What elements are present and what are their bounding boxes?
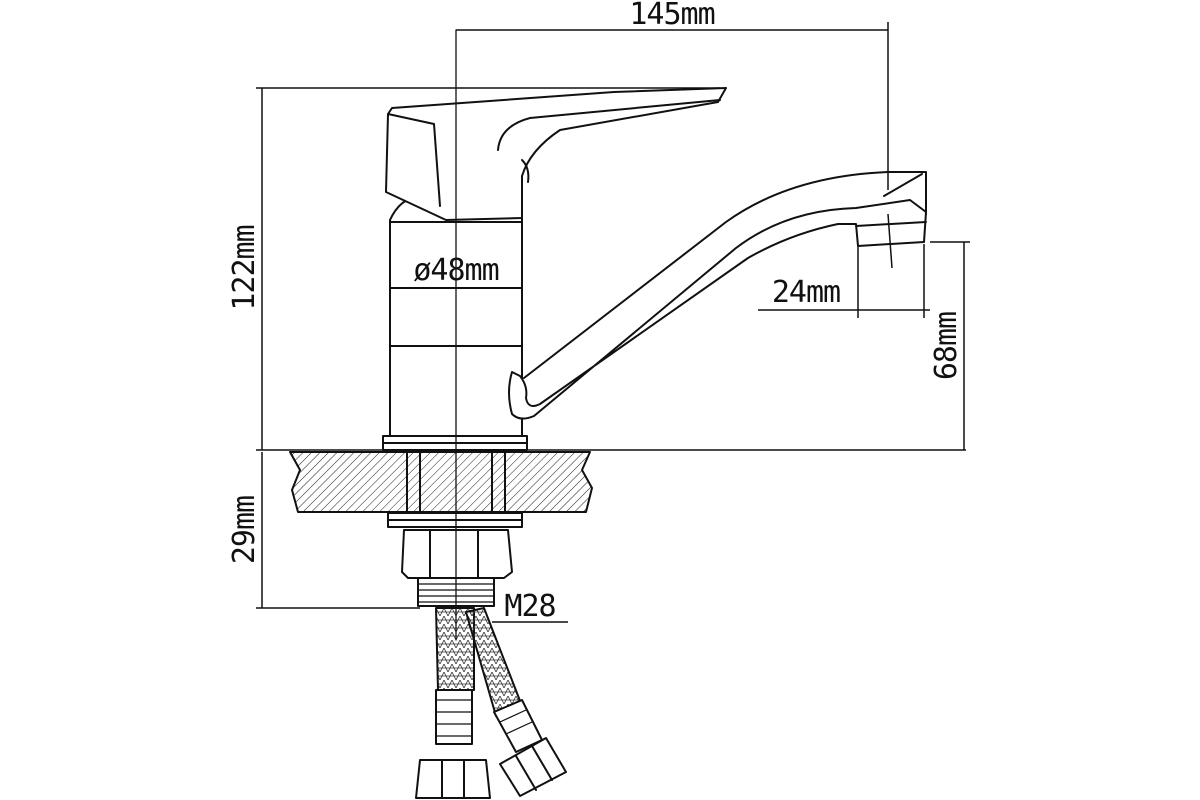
dim-overall-reach: [456, 22, 893, 269]
faucet-body: [382, 195, 528, 451]
label-thread: M28: [504, 589, 555, 624]
dim-spout-height: [930, 241, 970, 450]
label-body-diameter: ø48mm: [413, 253, 498, 288]
label-overall-height: 122mm: [227, 225, 262, 310]
label-overall-reach: 145mm: [629, 0, 714, 32]
dim-shank-length: [256, 452, 420, 609]
dim-spout-outlet: [758, 244, 930, 318]
supply-hoses: [415, 607, 567, 799]
label-shank-length: 29mm: [227, 496, 262, 564]
lever-handle: [385, 87, 727, 221]
countertop-section: [289, 451, 593, 513]
mounting-hardware: [387, 512, 523, 607]
label-spout-outlet: 24mm: [772, 275, 840, 310]
spout: [508, 171, 927, 420]
dim-overall-height: [256, 87, 966, 451]
label-spout-height: 68mm: [929, 312, 964, 380]
